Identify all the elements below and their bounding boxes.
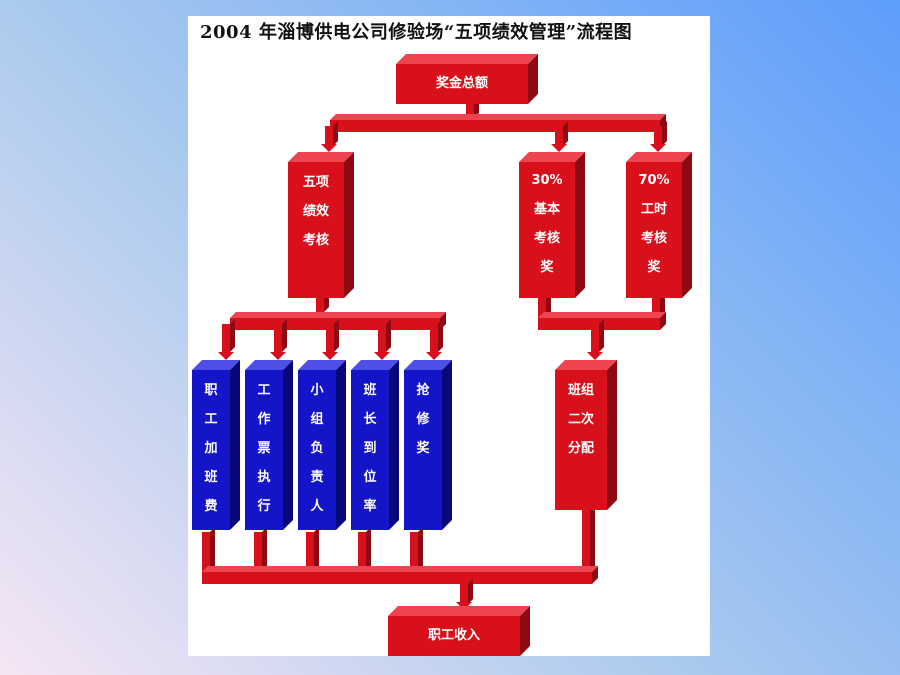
arrow-item-0	[218, 352, 234, 360]
node-income-side	[520, 606, 530, 656]
node-basic-top	[519, 152, 585, 162]
bar-top-split	[330, 114, 666, 132]
node-hours	[626, 152, 692, 298]
node-team-split-top	[555, 360, 617, 370]
node-bonus-total-front	[396, 64, 528, 104]
node-attendance-top	[351, 360, 399, 370]
node-leader	[298, 360, 346, 530]
node-repair-side	[442, 360, 452, 530]
stem-item-1	[274, 319, 287, 352]
node-performance-side	[344, 152, 354, 298]
node-performance-top	[288, 152, 354, 162]
node-team-split	[555, 360, 617, 510]
node-bonus-total-side	[528, 54, 538, 104]
node-basic-front	[519, 162, 575, 298]
node-overtime-side	[230, 360, 240, 530]
arrow-to-performance	[321, 144, 337, 152]
stem-item-4	[430, 319, 443, 352]
node-ticket	[245, 360, 293, 530]
node-repair	[404, 360, 452, 530]
node-leader-top	[298, 360, 346, 370]
node-team-split-side	[607, 360, 617, 510]
node-leader-front	[298, 370, 336, 530]
stem-team-down	[582, 505, 595, 572]
arrow-to-hours	[650, 144, 666, 152]
node-hours-top	[626, 152, 692, 162]
node-performance-front	[288, 162, 344, 298]
connectors	[202, 99, 670, 610]
node-attendance	[351, 360, 399, 530]
arrow-item-3	[374, 352, 390, 360]
node-basic	[519, 152, 585, 298]
stem-item-3	[378, 319, 391, 352]
bar-bottom-merge	[202, 566, 598, 584]
boxes	[192, 54, 692, 656]
node-income-front	[388, 616, 520, 656]
stem-to-basic	[555, 121, 568, 146]
node-repair-front	[404, 370, 442, 530]
node-income-top	[388, 606, 530, 616]
node-ticket-front	[245, 370, 283, 530]
node-attendance-front	[351, 370, 389, 530]
stem-item-2	[326, 319, 339, 352]
arrow-item-4	[426, 352, 442, 360]
node-performance	[288, 152, 354, 298]
stem-bottom-1	[254, 527, 267, 572]
node-overtime-top	[192, 360, 240, 370]
stem-bottom-4	[410, 527, 423, 572]
node-ticket-top	[245, 360, 293, 370]
node-overtime-front	[192, 370, 230, 530]
stem-item-0	[222, 319, 235, 352]
stem-to-team	[591, 319, 604, 352]
node-basic-side	[575, 152, 585, 298]
node-bonus-total	[396, 54, 538, 104]
arrow-to-basic	[551, 144, 567, 152]
stem-bottom-3	[358, 527, 371, 572]
node-ticket-side	[283, 360, 293, 530]
node-team-split-front	[555, 370, 607, 510]
diagram-title: 2004 年淄博供电公司修验场“五项绩效管理”流程图	[200, 22, 633, 43]
stem-to-hours	[654, 121, 667, 146]
arrow-item-2	[322, 352, 338, 360]
stem-bottom-2	[306, 527, 319, 572]
node-attendance-side	[389, 360, 399, 530]
node-income	[388, 606, 530, 656]
stem-to-performance	[325, 121, 338, 146]
stem-bottom-0	[202, 527, 215, 572]
node-hours-front	[626, 162, 682, 298]
node-hours-side	[682, 152, 692, 298]
arrow-item-1	[270, 352, 286, 360]
node-leader-side	[336, 360, 346, 530]
arrow-to-team	[587, 352, 603, 360]
node-overtime	[192, 360, 240, 530]
node-repair-top	[404, 360, 452, 370]
node-bonus-total-top	[396, 54, 538, 64]
stem-to-income	[460, 579, 473, 604]
